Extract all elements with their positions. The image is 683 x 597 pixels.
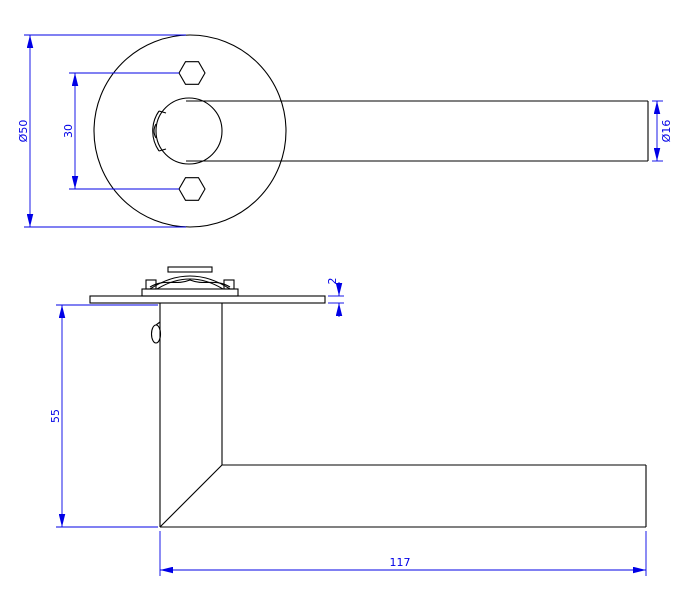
dim-lever-diameter-label: Ø16 bbox=[660, 120, 673, 143]
spindle-mechanism-detail bbox=[141, 266, 239, 297]
retaining-clip-detail bbox=[152, 110, 167, 152]
side-view bbox=[89, 266, 647, 528]
dim-rose-diameter-label: Ø50 bbox=[17, 120, 30, 143]
bearing-ring bbox=[155, 97, 223, 165]
dim-projection-height-label: 55 bbox=[49, 409, 62, 423]
spring-washer bbox=[149, 279, 231, 288]
dim-screw-spacing-label: 30 bbox=[62, 124, 75, 138]
dim-lever-diameter: Ø16 bbox=[652, 100, 673, 162]
mechanism-dome-outer bbox=[149, 275, 231, 290]
dim-projection-height: 55 bbox=[49, 304, 158, 528]
dim-lever-length-label: 117 bbox=[390, 556, 411, 569]
rose-outline bbox=[93, 34, 287, 228]
lever-tube bbox=[186, 100, 649, 162]
dim-screw-spacing: 30 bbox=[62, 72, 179, 190]
dim-lever-length: 117 bbox=[159, 531, 647, 576]
front-view bbox=[93, 34, 649, 228]
miter-joint-line bbox=[159, 464, 223, 528]
dim-plate-thickness: 2 bbox=[326, 278, 344, 317]
dim-plate-thickness-label: 2 bbox=[326, 278, 339, 285]
dimensions: Ø50 30 Ø16 2 55 bbox=[17, 34, 673, 576]
rose-plate-side bbox=[89, 295, 326, 304]
mechanism-dome-inner bbox=[156, 278, 224, 290]
hex-screw-bottom bbox=[178, 177, 206, 201]
hex-screw-top bbox=[178, 61, 206, 85]
dim-rose-diameter: Ø50 bbox=[17, 34, 186, 228]
stem-clip-detail bbox=[150, 321, 162, 344]
handle-profile bbox=[159, 303, 647, 528]
